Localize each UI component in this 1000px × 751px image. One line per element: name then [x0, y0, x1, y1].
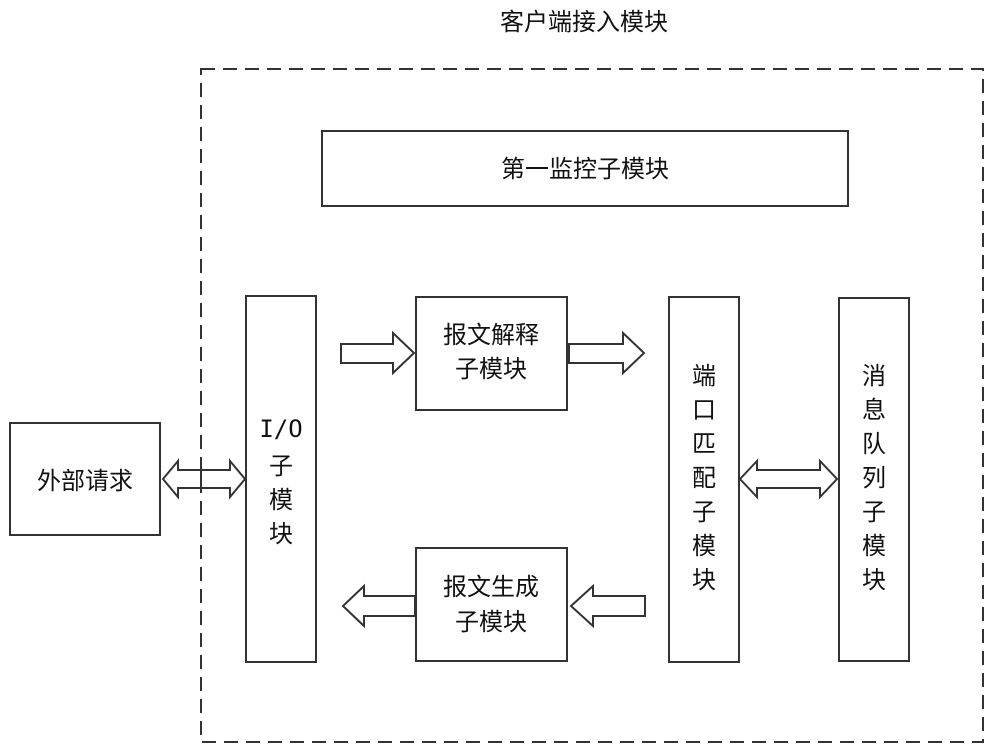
arrow-parse-to-port	[568, 330, 646, 376]
message-queue-char-1: 消	[862, 362, 886, 390]
io-label-line-2: 子	[269, 452, 293, 480]
double-arrow-port-queue	[738, 458, 839, 500]
io-label-line-3: 模	[269, 486, 293, 514]
message-generate-label-line-1: 报文生成	[443, 573, 539, 601]
message-queue-submodule-box: 消 息 队 列 子 模 块	[838, 297, 910, 662]
port-match-char-5: 子	[692, 498, 716, 526]
message-parse-label-line-2: 子模块	[455, 355, 527, 383]
port-match-char-6: 模	[692, 532, 716, 560]
first-monitor-submodule-box: 第一监控子模块	[321, 130, 849, 207]
io-submodule-box: I/O 子 模 块	[245, 295, 317, 663]
message-queue-char-7: 块	[862, 566, 886, 594]
double-arrow-external-io	[161, 458, 247, 500]
message-queue-char-3: 队	[862, 430, 886, 458]
io-label-line-1: I/O	[259, 415, 302, 443]
port-match-char-1: 端	[692, 362, 716, 390]
message-generate-label-line-2: 子模块	[455, 608, 527, 636]
message-parse-label-line-1: 报文解释	[443, 321, 539, 349]
first-monitor-label: 第一监控子模块	[501, 155, 669, 183]
arrow-generate-to-io	[341, 583, 416, 629]
port-match-submodule-box: 端 口 匹 配 子 模 块	[668, 296, 740, 663]
port-match-char-2: 口	[692, 396, 716, 424]
external-request-label: 外部请求	[37, 467, 133, 495]
arrow-io-to-parse	[340, 330, 416, 376]
port-match-char-3: 匹	[692, 430, 716, 458]
port-match-char-4: 配	[692, 464, 716, 492]
message-queue-char-5: 子	[862, 498, 886, 526]
external-request-box: 外部请求	[9, 422, 161, 536]
arrow-port-to-generate	[569, 583, 646, 629]
container-title: 客户端接入模块	[500, 8, 668, 36]
message-parse-submodule-box: 报文解释 子模块	[415, 296, 568, 411]
message-queue-char-6: 模	[862, 532, 886, 560]
port-match-char-7: 块	[692, 566, 716, 594]
message-generate-submodule-box: 报文生成 子模块	[415, 547, 568, 662]
io-label-line-4: 块	[269, 520, 293, 548]
message-queue-char-2: 息	[862, 396, 886, 424]
message-queue-char-4: 列	[862, 464, 886, 492]
